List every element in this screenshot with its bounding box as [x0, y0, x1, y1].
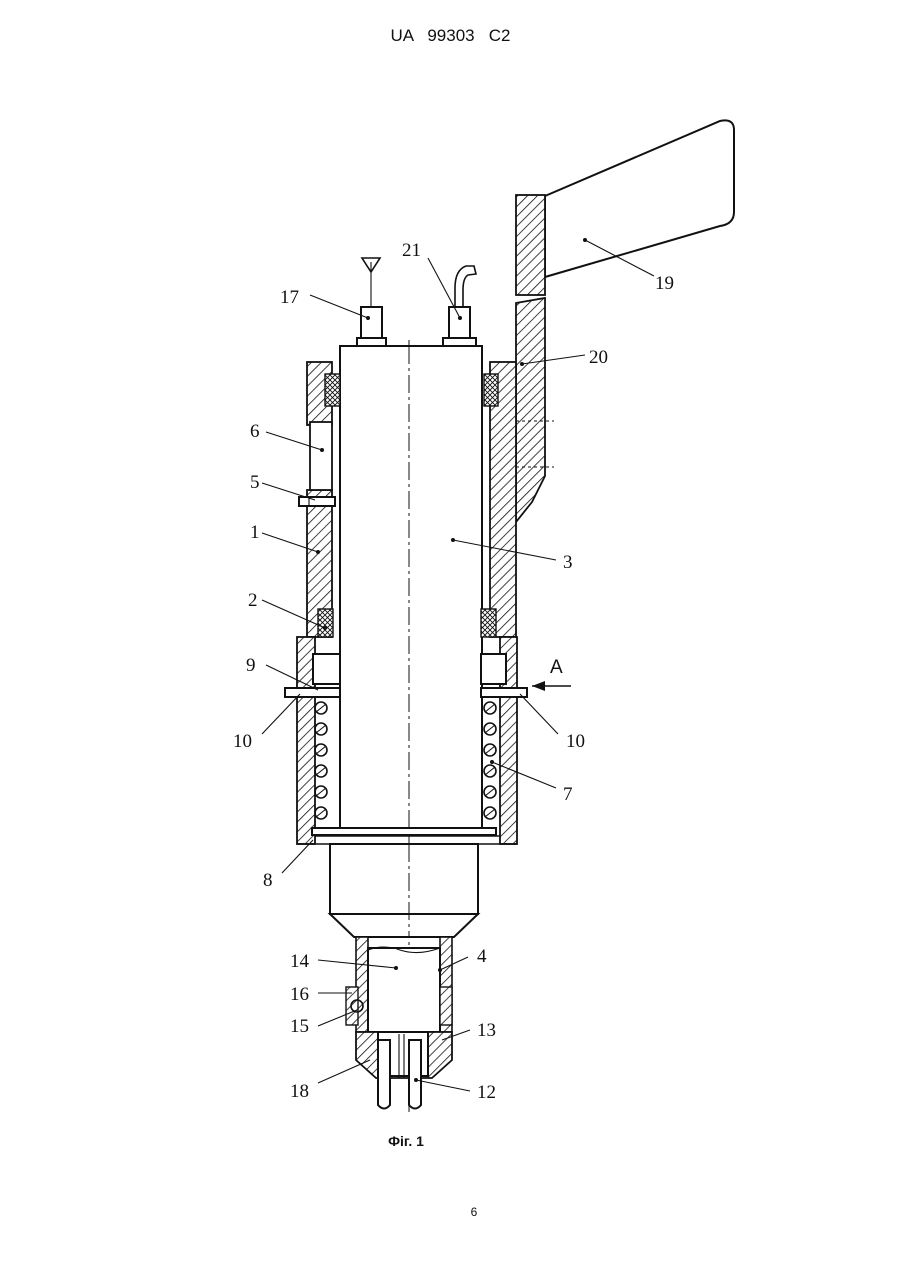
figure-caption: Фiг. 1 [0, 1133, 812, 1149]
callout-18: 18 [290, 1081, 309, 1102]
view-arrow-A [532, 681, 571, 691]
page-number: 6 [0, 1205, 901, 1219]
lower-housing [330, 844, 478, 937]
handle-19 [545, 120, 734, 277]
callout-9: 9 [246, 655, 256, 676]
callout-10-right: 10 [566, 731, 585, 752]
callout-2: 2 [248, 590, 258, 611]
callout-7: 7 [563, 784, 573, 805]
callout-16: 16 [290, 984, 309, 1005]
screw-5 [299, 497, 335, 506]
callout-20: 20 [589, 347, 608, 368]
connector-17 [357, 258, 386, 346]
callout-8: 8 [263, 870, 273, 891]
callout-14: 14 [290, 951, 310, 972]
connector-21 [443, 266, 476, 346]
callout-13: 13 [477, 1020, 496, 1041]
callout-19: 19 [655, 273, 674, 294]
view-label-A: A [550, 657, 563, 678]
electrodes-12 [378, 1034, 421, 1109]
callout-3: 3 [563, 552, 573, 573]
callout-10-left: 10 [233, 731, 252, 752]
callout-15: 15 [290, 1016, 309, 1037]
callout-4: 4 [477, 946, 487, 967]
main-body-3 [340, 346, 482, 831]
callout-12: 12 [477, 1082, 496, 1103]
holder-4 [346, 937, 452, 1032]
callout-21: 21 [402, 240, 421, 261]
callout-5: 5 [250, 472, 260, 493]
callout-1: 1 [250, 522, 260, 543]
callout-17: 17 [280, 287, 299, 308]
callout-6: 6 [250, 421, 260, 442]
